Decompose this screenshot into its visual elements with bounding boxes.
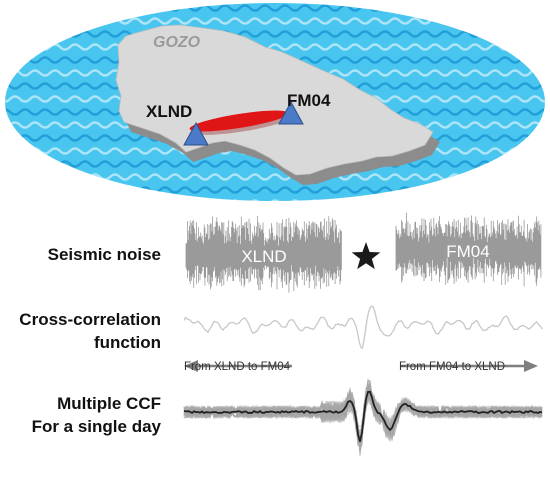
direction-label-fm04-to-xlnd: From FM04 to XLND xyxy=(399,361,505,373)
noise-label-fm04: FM04 xyxy=(446,242,489,261)
row-label-cross-correlation-line2: function xyxy=(94,333,161,352)
station-label-fm04: FM04 xyxy=(287,91,331,110)
interstation-path xyxy=(189,110,289,132)
row-label-single-day: For a single day xyxy=(32,417,162,436)
noise-trace-xlnd xyxy=(185,216,342,293)
stack-row xyxy=(183,378,543,457)
ccf-trace xyxy=(183,305,544,349)
station-marker-fm04 xyxy=(278,100,304,125)
map-panel: GOZO XLND FM04 xyxy=(5,3,545,201)
ccf-row: From XLND to FM04 From FM04 to XLND xyxy=(183,305,544,373)
row-label-multiple-ccf: Multiple CCF xyxy=(57,394,161,413)
noise-label-xlnd: XLND xyxy=(241,247,286,266)
row-label-seismic-noise: Seismic noise xyxy=(48,245,161,264)
arrow-right-icon xyxy=(400,360,538,372)
station-marker-xlnd xyxy=(183,121,209,146)
direction-label-xlnd-to-fm04: From XLND to FM04 xyxy=(184,361,291,373)
row-label-cross-correlation: Cross-correlation xyxy=(19,310,161,329)
arrow-left-icon xyxy=(184,360,292,372)
island-label: GOZO xyxy=(153,34,201,51)
noise-trace-fm04 xyxy=(395,212,542,287)
station-label-xlnd: XLND xyxy=(146,102,192,121)
ccf-stack-mean xyxy=(183,390,543,442)
star-icon xyxy=(351,242,381,270)
noise-row: XLND FM04 xyxy=(185,212,542,293)
